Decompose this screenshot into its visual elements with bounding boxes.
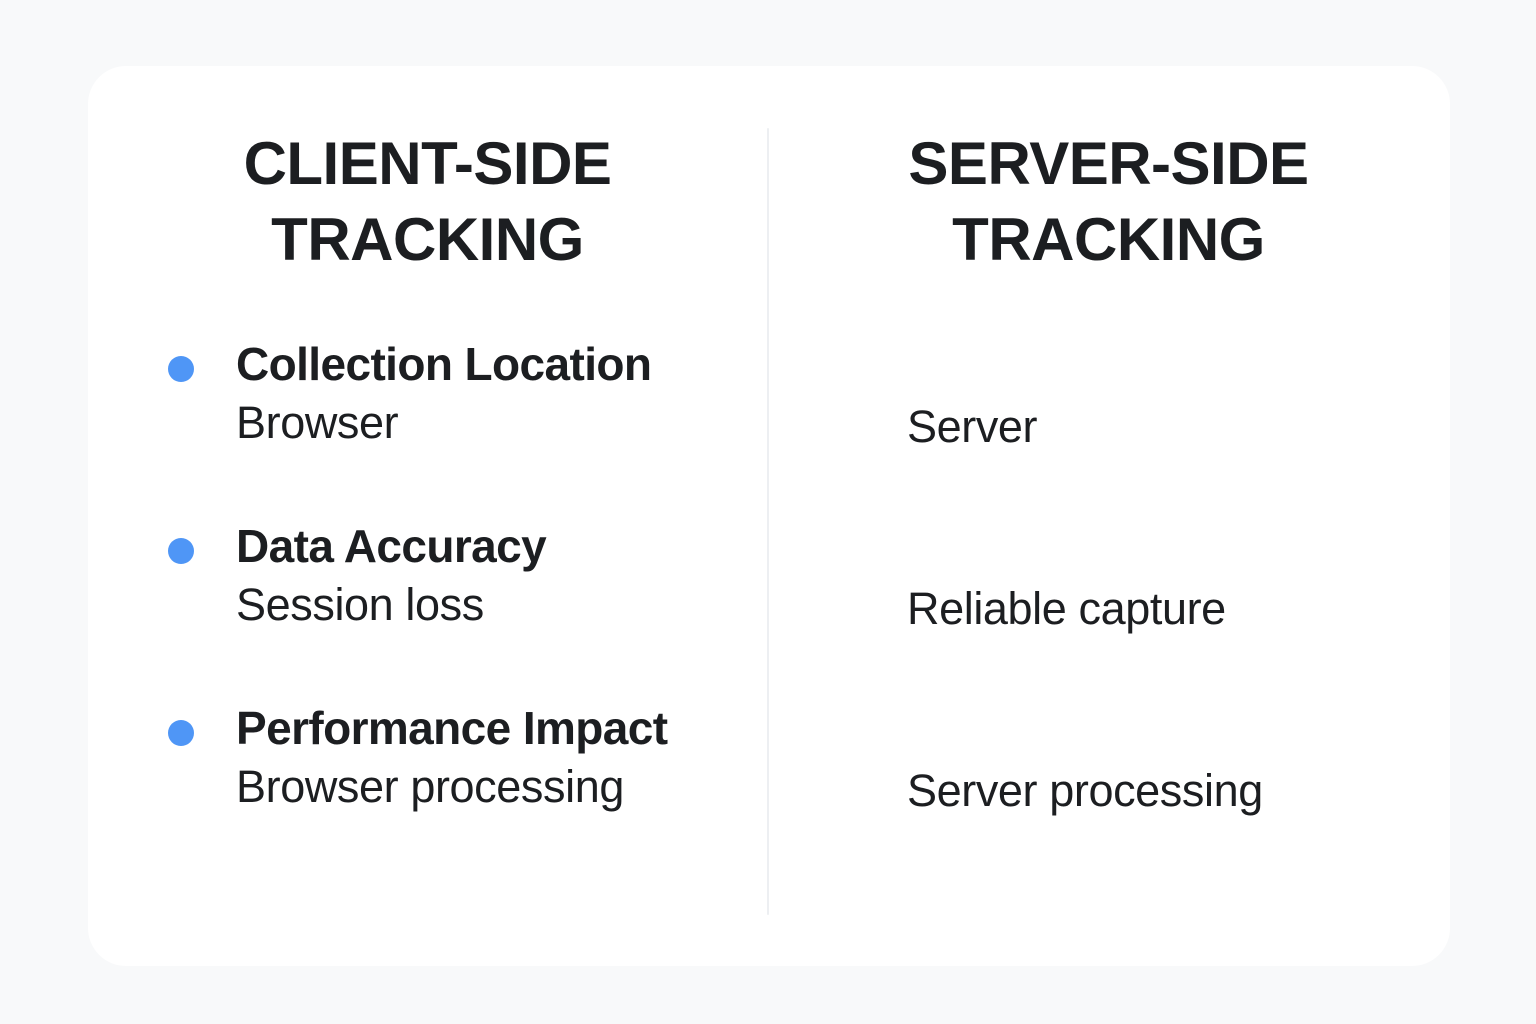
feature-text-group: Collection Location Browser [168, 336, 755, 454]
bullet-dot-icon [168, 538, 194, 564]
comparison-card: CLIENT-SIDE TRACKING Collection Location… [88, 66, 1450, 966]
feature-label: Data Accuracy [236, 520, 547, 572]
client-side-rows: Collection Location Browser Data Accurac… [88, 336, 767, 882]
feature-value: Session loss [236, 579, 484, 630]
list-item: Server [767, 336, 1450, 518]
feature-label: Collection Location [236, 338, 652, 390]
list-item: Reliable capture [767, 518, 1450, 700]
feature-value: Browser processing [236, 761, 624, 812]
bullet-dot-icon [168, 356, 194, 382]
server-side-column: SERVER-SIDE TRACKING Server Reliable cap… [767, 66, 1450, 966]
comparison-columns: CLIENT-SIDE TRACKING Collection Location… [88, 66, 1450, 966]
feature-value: Reliable capture [907, 583, 1226, 634]
feature-label: Performance Impact [236, 702, 668, 754]
server-side-rows: Server Reliable capture Server processin… [767, 336, 1450, 882]
feature-value: Browser [236, 397, 399, 448]
feature-text-group: Performance Impact Browser processing [168, 700, 755, 818]
feature-text-group: Data Accuracy Session loss [168, 518, 755, 636]
feature-value: Server processing [907, 765, 1263, 816]
list-item: Collection Location Browser [88, 336, 767, 518]
column-divider [767, 128, 769, 915]
client-side-column-heading: CLIENT-SIDE TRACKING [243, 130, 612, 273]
client-side-column: CLIENT-SIDE TRACKING Collection Location… [88, 66, 767, 966]
bullet-dot-icon [168, 720, 194, 746]
server-side-column-heading: SERVER-SIDE TRACKING [908, 130, 1309, 273]
list-item: Data Accuracy Session loss [88, 518, 767, 700]
list-item: Performance Impact Browser processing [88, 700, 767, 882]
feature-value: Server [907, 401, 1038, 452]
list-item: Server processing [767, 700, 1450, 882]
